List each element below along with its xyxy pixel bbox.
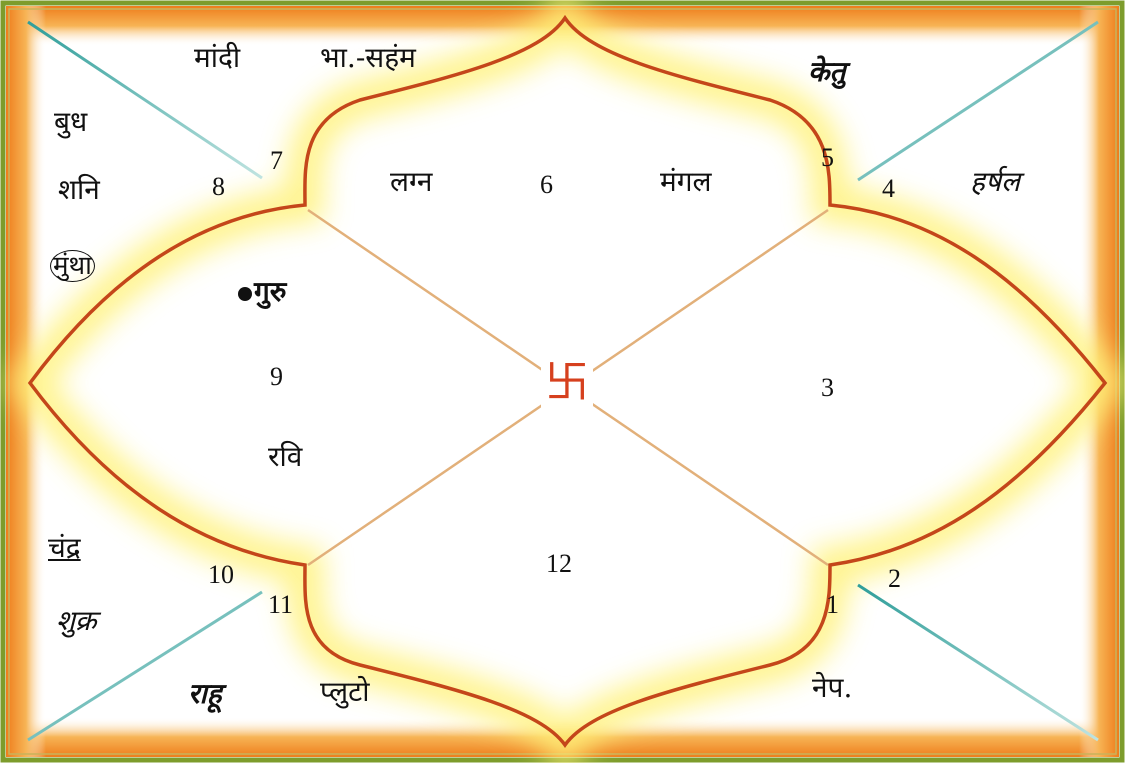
planet-muntha: मुंथा bbox=[50, 250, 95, 282]
planet-bha-saham: भा.-सहंम bbox=[320, 44, 416, 72]
retrograde-dot-icon bbox=[238, 287, 252, 301]
house-number-10: 10 bbox=[208, 562, 234, 588]
planet-guru: गुरु bbox=[238, 278, 287, 306]
planet-lagna: लग्न bbox=[390, 168, 432, 196]
planet-shukra: शुक्र bbox=[56, 607, 97, 635]
planet-guru-label: गुरु bbox=[254, 275, 287, 308]
house-number-2: 2 bbox=[888, 566, 901, 592]
house-number-1: 1 bbox=[826, 592, 839, 618]
house-number-3: 3 bbox=[821, 375, 834, 401]
planet-ketu: केतु bbox=[808, 58, 845, 86]
planet-harshal: हर्षल bbox=[970, 168, 1020, 196]
planet-pluto: प्लुटो bbox=[320, 678, 369, 706]
planet-chandra: चंद्र bbox=[48, 534, 81, 562]
house-number-4: 4 bbox=[882, 176, 895, 202]
swastika-icon: 卐 bbox=[545, 357, 589, 408]
house-number-7: 7 bbox=[270, 148, 283, 174]
planet-shani: शनि bbox=[58, 176, 100, 204]
planet-nep: नेप. bbox=[812, 674, 852, 702]
house-number-5: 5 bbox=[821, 145, 834, 171]
house-number-9: 9 bbox=[270, 364, 283, 390]
house-number-6: 6 bbox=[540, 172, 553, 198]
planet-mandi: मांदी bbox=[194, 44, 240, 72]
planet-mangal: मंगल bbox=[660, 168, 712, 196]
house-number-11: 11 bbox=[268, 592, 293, 618]
house-number-12: 12 bbox=[546, 551, 572, 577]
planet-rahu: राहू bbox=[188, 680, 222, 708]
house-number-8: 8 bbox=[212, 174, 225, 200]
planet-ravi: रवि bbox=[268, 443, 302, 471]
planet-budh: बुध bbox=[54, 108, 87, 136]
